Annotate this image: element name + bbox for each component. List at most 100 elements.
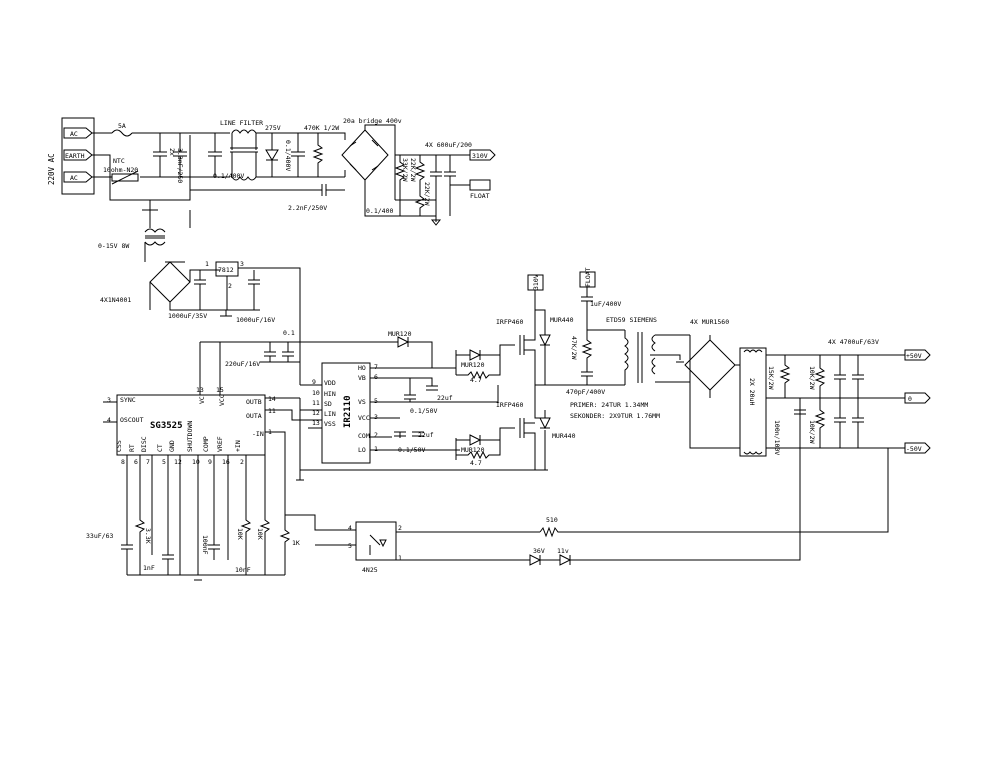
- zener2-label: 11v: [557, 547, 569, 555]
- ir2110-name: IR2110: [343, 395, 353, 428]
- output-res2: 10K/2W: [808, 366, 816, 390]
- free-diode-lo: MUR440: [552, 432, 576, 440]
- x-cap-value: 3.3nF/250: [176, 148, 184, 183]
- rail-310v-flag: [469, 149, 496, 161]
- gate-diode-lo: MUR120: [461, 446, 485, 454]
- transformer-block: FLOAT 1uF/400V ETD59 SIEMENS 47K/2W 470p…: [566, 267, 690, 420]
- ir-pin-vs: VS: [358, 398, 366, 406]
- ir-pin-num-11: 11: [312, 399, 320, 407]
- feedback-res: 510: [546, 516, 558, 524]
- sg-pin-in-minus: -IN: [252, 430, 264, 438]
- secondary-winding-icon: [650, 334, 690, 383]
- sg-pin-num-7: 7: [146, 458, 150, 466]
- ir-pin-ho: HO: [358, 364, 366, 372]
- out-pos-flag: [904, 349, 931, 361]
- ir-pin-vdd: VDD: [324, 379, 336, 387]
- line-filter-cap: 0.1/400V: [213, 172, 244, 180]
- output-rectifier-label: 4X MUR1560: [690, 318, 729, 326]
- zener1-label: 36V: [533, 547, 545, 555]
- common-mode-choke-icon: [231, 129, 257, 181]
- dc-block-cap: 1uF/400V: [590, 300, 621, 308]
- output-res3: 10K/2W: [808, 420, 816, 444]
- snubber-res: 47K/2W: [570, 336, 578, 360]
- opto-pin4: 4: [348, 524, 352, 532]
- ct-cap-label: 1nF: [143, 564, 155, 572]
- mosfet-lo-label: IRFP460: [496, 401, 523, 409]
- boot-cap-label: 22uf: [437, 394, 453, 402]
- x-cap-count: 2x: [168, 148, 176, 156]
- regulator-label: 7812: [218, 266, 234, 274]
- rt-pot-label: 3.3K: [144, 528, 152, 544]
- mosfet-hi-label: IRFP460: [496, 318, 523, 326]
- line-filter-cap2: 0.1/400V: [284, 140, 292, 171]
- gate-drive-block: MUR120 22uf 0.1/50V 22uf 0.1/50V MUR120 …: [300, 330, 548, 471]
- aux-bridge-icon: [149, 261, 191, 303]
- transformer-core: ETD59 SIEMENS: [606, 316, 657, 324]
- ir-pin-num-2: 2: [374, 431, 378, 439]
- sg-pin-oscout: OSCOUT: [120, 416, 144, 424]
- css-cap-label: 33uF/63: [86, 532, 113, 540]
- sg-pin-vc-num: 13: [196, 386, 204, 394]
- gate-res-lo: 4.7: [470, 459, 482, 467]
- sg-pin-num-2: 2: [240, 458, 244, 466]
- aux-transformer-icon: [144, 228, 166, 246]
- ir-pin-lo: LO: [358, 446, 366, 454]
- fuse-label: 5A: [118, 122, 126, 130]
- earth-terminal: EARTH: [65, 152, 85, 160]
- aux-cap-vcc: 220uF/16V: [225, 360, 260, 368]
- ntc-title: NTC: [113, 157, 125, 165]
- sg-pin-outb-num: 14: [268, 395, 276, 403]
- bridge-res2: 22K/2W: [409, 158, 417, 182]
- ntc-resistor-icon: [111, 173, 139, 182]
- feedback-block: 4N25 4 5 2 1 510 36V 11v 33uF/63 3.3K 1n…: [86, 398, 889, 581]
- sg-pin-num-12: 12: [174, 458, 182, 466]
- sg-pin-vcc-num: 15: [216, 386, 224, 394]
- opto-pin2: 2: [398, 524, 402, 532]
- sg-pin-shutdown: SHUTDOWN: [186, 421, 194, 452]
- ir-pin-num-10: 10: [312, 389, 320, 397]
- reg-pin3: 3: [240, 260, 244, 268]
- ir-pin-num-13: 13: [312, 419, 320, 427]
- aux-transformer-label: 0-15V 8W: [98, 242, 129, 250]
- sg-pin-oscout-num: 4: [107, 416, 111, 424]
- ac-terminal-2: AC: [70, 174, 78, 182]
- output-choke-label: 2X 20uH: [748, 378, 756, 405]
- sg3525-name: SG3525: [150, 421, 183, 431]
- out-zero-flag: [904, 392, 931, 404]
- optocoupler-4n25-icon: [355, 521, 397, 561]
- output-caps-title: 4X 4700uF/63V: [828, 338, 879, 346]
- ir-pin-lin: LIN: [324, 410, 336, 418]
- boot-cap2-label: 0.1/50V: [410, 407, 437, 415]
- sg-pin-outb: OUTB: [246, 398, 262, 406]
- bridge-title: 20a bridge 400v: [343, 117, 402, 125]
- opto-pin1: 1: [398, 554, 402, 562]
- sg-pin-num-5: 5: [162, 458, 166, 466]
- sg-pin-sync: SYNC: [120, 396, 136, 404]
- output-block: 4X MUR1560 2X 20uH 15K/2W 100n/100V 10K/…: [684, 318, 931, 457]
- bleeder-resistor-label: 470K 1/2W: [304, 124, 339, 132]
- ir-pin-num-7: 7: [374, 363, 378, 371]
- sg-pin-num-9: 9: [208, 458, 212, 466]
- mosfet-rail-label: 310V: [532, 274, 540, 290]
- sg-pin-css: CSS: [115, 440, 123, 452]
- sg-pin-gnd: GND: [168, 440, 176, 452]
- gate-res-hi: 4.7: [470, 376, 482, 384]
- secondary-spec: SEKONDER: 2X9TUR 1.76MM: [570, 412, 660, 420]
- sg-pin-disc: DISC: [140, 436, 148, 452]
- aux-diodes-label: 4X1N4001: [100, 296, 131, 304]
- ir-pin-num-6: 6: [374, 373, 378, 381]
- vref-r2-label: 10K: [256, 528, 264, 540]
- sg-pin-vref: VREF: [216, 436, 224, 452]
- sg-pin-num-10: 10: [192, 458, 200, 466]
- comp-cap-label: 100nF: [201, 535, 209, 555]
- aux-cap-out: 1000uF/16V: [236, 316, 275, 324]
- sg3525-bottom-pins: CSS8RT6DISC7CT5GND12SHUTDOWN10COMP9VREF1…: [115, 421, 244, 466]
- ir-pin-vss: VSS: [324, 420, 336, 428]
- ntc-value: 10ohm-N20: [103, 166, 138, 174]
- ir-pin-com: COM: [358, 432, 370, 440]
- bridge-float-label: FLOAT: [470, 192, 490, 200]
- bridge-res3: 22K/2W: [423, 182, 431, 206]
- opto-pin5: 5: [348, 542, 352, 550]
